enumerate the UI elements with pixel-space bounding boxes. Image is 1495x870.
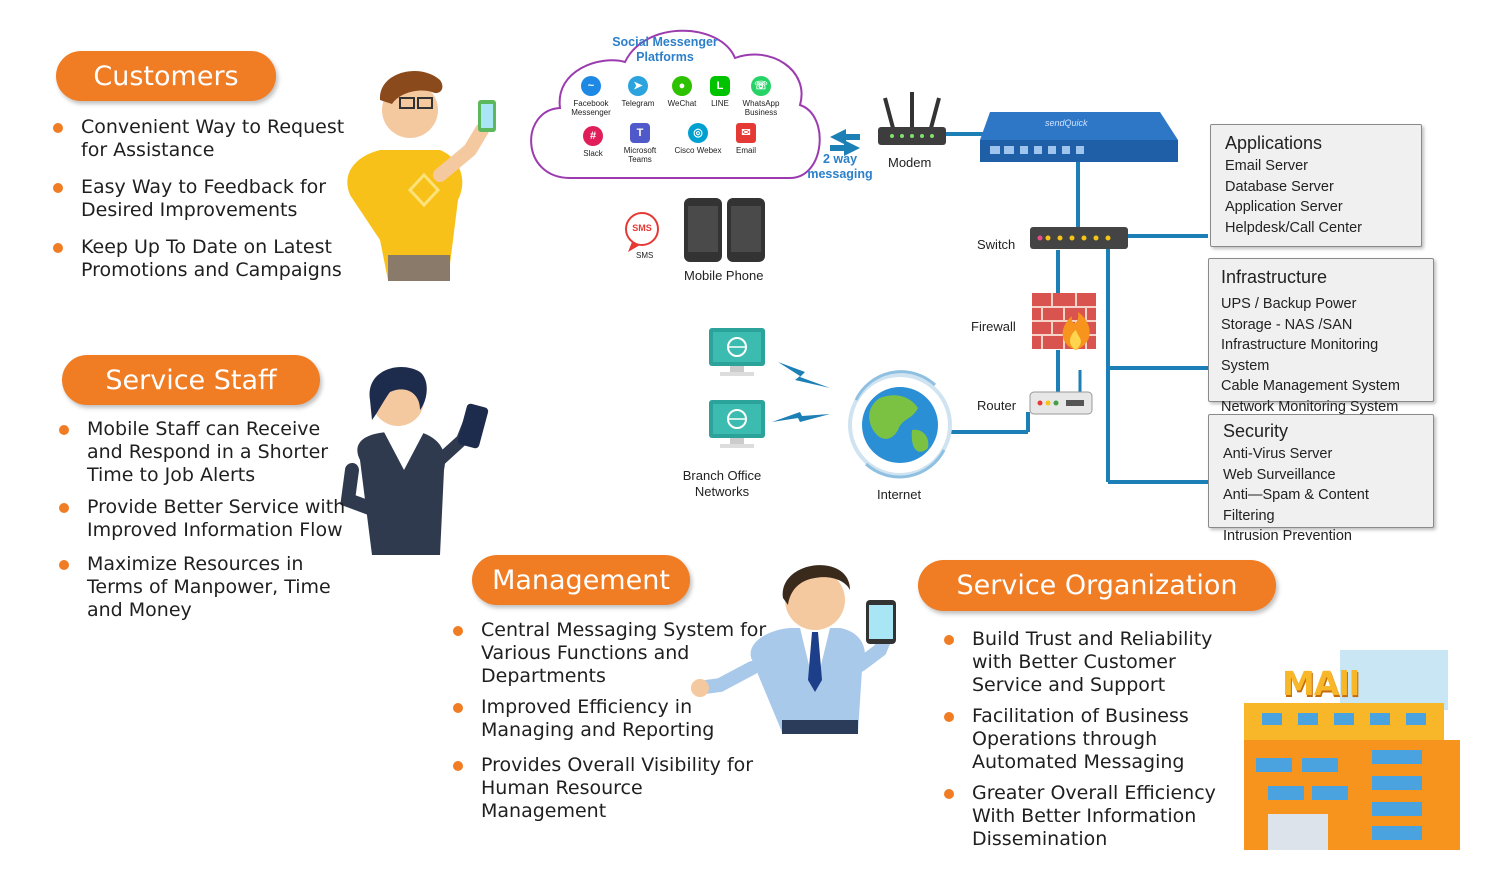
sms-badge-text: SMS: [632, 223, 652, 233]
customers-title: Customers: [56, 51, 276, 101]
list-item: Network Monitoring System: [1221, 398, 1399, 415]
security-title: Security: [1223, 421, 1289, 441]
list-item: Infrastructure Monitoring System: [1221, 337, 1379, 374]
list-item: Build Trust and Reliability with Better …: [944, 628, 1244, 697]
list-item: Application Server: [1225, 199, 1343, 215]
list-item: Mobile Staff can Receive and Respond in …: [59, 418, 349, 487]
internet-globe-icon: [848, 370, 952, 479]
slack-icon: #: [583, 126, 603, 146]
sendquick-brand-label: sendQuick: [1045, 118, 1088, 128]
list-item: Database Server: [1225, 178, 1334, 195]
list-item: Easy Way to Feedback for Desired Improve…: [53, 176, 353, 222]
list-item: Intrusion Prevention: [1223, 528, 1352, 544]
cloud-title: Social Messenger Platforms: [612, 35, 718, 64]
telegram-app: ➤ Telegram: [610, 76, 666, 108]
list-item: Email Server: [1225, 158, 1308, 174]
list-item: Anti-Virus Server: [1223, 446, 1333, 462]
microsoft-teams-icon: T: [630, 123, 650, 143]
infrastructure-title: Infrastructure: [1221, 267, 1328, 287]
service-staff-illustration: [340, 367, 489, 555]
list-item: Convenient Way to Request for Assistance: [53, 116, 353, 162]
list-item: Provide Better Service with Improved Inf…: [59, 496, 349, 542]
facebook-messenger-icon: ~: [581, 76, 601, 96]
management-title: Management: [472, 555, 690, 605]
wechat-icon: ●: [672, 76, 692, 96]
applications-title: Applications: [1225, 133, 1323, 153]
modem-label: Modem: [888, 155, 932, 170]
branch-monitor-icon: [709, 328, 765, 376]
list-item: Provides Overall Visibility for Human Re…: [453, 754, 773, 823]
list-item: Anti—Spam & Content Filtering: [1223, 487, 1369, 524]
switch-label: Switch: [977, 237, 1016, 252]
wireless-bolt-icon: [778, 362, 830, 388]
email-app: ✉ Email: [718, 123, 774, 155]
mall-building-illustration: [1244, 650, 1460, 850]
firewall-label: Firewall: [971, 319, 1016, 334]
branch-office-label: Branch Office Networks: [682, 468, 762, 499]
two-way-messaging-label: 2 way messaging: [807, 152, 873, 181]
cisco-webex-app: ◎ Cisco Webex: [670, 123, 726, 155]
manager-illustration: [691, 565, 896, 734]
applications-box: Applications Email Server Database Serve…: [1210, 124, 1422, 247]
customers-bullet-list: Convenient Way to Request for Assistance…: [53, 116, 353, 296]
wechat-app: ● WeChat: [654, 76, 710, 108]
security-box: Security Anti-Virus Server Web Surveilla…: [1208, 414, 1434, 544]
slack-app: # Slack: [565, 126, 621, 158]
list-item: Central Messaging System for Various Fun…: [453, 619, 773, 688]
list-item: Improved Efficiency in Managing and Repo…: [453, 696, 773, 742]
whatsapp-icon: ☏: [751, 76, 771, 96]
sms-bubble-icon: [625, 212, 659, 252]
cisco-webex-icon: ◎: [688, 123, 708, 143]
list-item: UPS / Backup Power: [1221, 296, 1357, 312]
branch-monitor-icon: [709, 400, 765, 448]
switch-icon: [1030, 227, 1128, 249]
management-bullet-list: Central Messaging System for Various Fun…: [453, 619, 773, 837]
service-organization-bullet-list: Build Trust and Reliability with Better …: [944, 628, 1244, 865]
line-icon: L: [710, 76, 730, 96]
network-connection-lines: [945, 132, 1208, 484]
telegram-icon: ➤: [628, 76, 648, 96]
email-icon: ✉: [736, 123, 756, 143]
firewall-icon: [1032, 293, 1096, 350]
infrastructure-box: Infrastructure UPS / Backup Power Storag…: [1208, 258, 1434, 415]
router-icon: [1029, 370, 1093, 415]
list-item: Greater Overall Efficiency With Better I…: [944, 782, 1244, 851]
customer-illustration: [347, 70, 496, 281]
microsoft-teams-app: T Microsoft Teams: [612, 123, 668, 164]
mall-sign: MAll: [1282, 664, 1360, 703]
internet-label: Internet: [877, 487, 922, 502]
service-organization-title: Service Organization: [918, 560, 1276, 611]
list-item: Maximize Resources in Terms of Manpower,…: [59, 553, 349, 622]
mobile-phone-icon: [684, 198, 765, 262]
router-label: Router: [977, 398, 1017, 413]
service-staff-title: Service Staff: [62, 355, 320, 405]
list-item: Facilitation of Business Operations thro…: [944, 705, 1244, 774]
mobile-phone-label: Mobile Phone: [684, 268, 764, 283]
facebook-messenger-app: ~ Facebook Messenger: [563, 76, 619, 117]
sms-label: SMS: [636, 251, 654, 260]
two-way-arrow-icon: [830, 129, 860, 156]
list-item: Storage - NAS /SAN: [1221, 316, 1353, 333]
wireless-bolt-icon: [772, 412, 830, 422]
service-staff-bullet-list: Mobile Staff can Receive and Respond in …: [59, 418, 349, 636]
list-item: Keep Up To Date on Latest Promotions and…: [53, 236, 353, 282]
list-item: Helpdesk/Call Center: [1225, 219, 1363, 236]
line-app: L LINE: [692, 76, 748, 108]
list-item: Cable Management System: [1221, 378, 1400, 394]
modem-icon: [878, 92, 946, 145]
list-item: Web Surveillance: [1223, 466, 1336, 483]
sendquick-appliance-icon: [980, 112, 1178, 162]
whatsapp-business-app: ☏ WhatsApp Business: [733, 76, 789, 117]
